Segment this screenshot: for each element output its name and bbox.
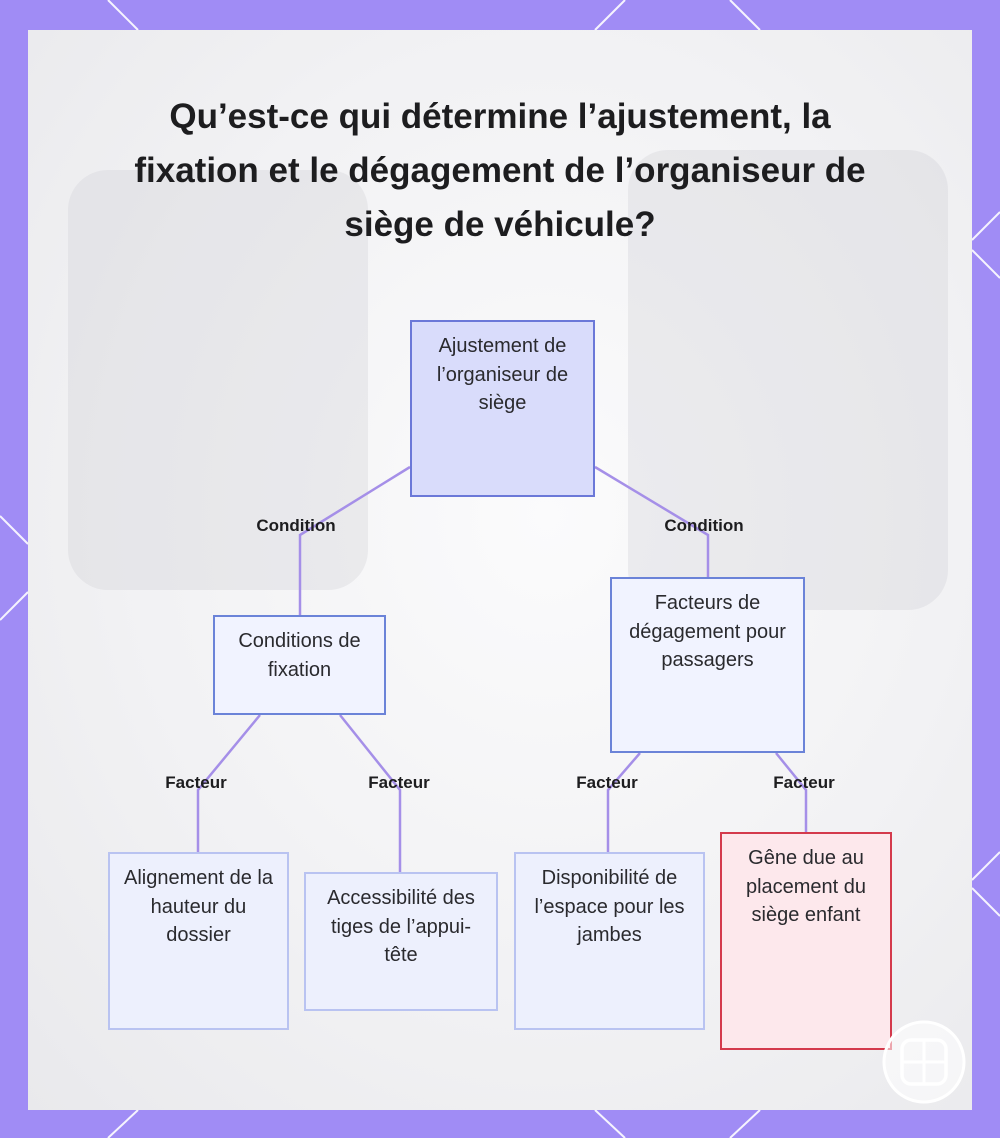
- app-logo-icon: [882, 1020, 966, 1104]
- node-label: Conditions de fixation: [238, 630, 361, 681]
- node-label: Accessibilité des tiges de l’appui-tête: [327, 887, 475, 966]
- edge-fixation-backrest: [196, 714, 261, 852]
- diagram-card: Qu’est-ce qui détermine l’ajustement, la…: [28, 30, 972, 1110]
- node-label: Facteurs de dégagement pour passagers: [629, 592, 786, 671]
- edge-label-factor-1: Facteur: [165, 773, 227, 792]
- diagram-title: Qu’est-ce qui détermine l’ajustement, la…: [134, 97, 866, 244]
- edge-label-factor-2: Facteur: [368, 773, 430, 792]
- node-label: Ajustement de l’organiseur de siège: [436, 335, 569, 414]
- node-seat-organizer-fit: Ajustement de l’organiseur de siège: [410, 320, 595, 497]
- edge-fixation-headrest: [339, 714, 402, 872]
- background-shape: [68, 170, 368, 590]
- node-label: Disponibilité de l’espace pour les jambe…: [534, 867, 685, 946]
- edge-clearance-legroom: [606, 752, 641, 852]
- node-label: Gêne due au placement du siège enfant: [745, 847, 867, 926]
- edge-root-clearance: [594, 465, 710, 577]
- background-shape: [628, 150, 948, 610]
- node-label: Alignement de la hauteur du dossier: [124, 867, 273, 946]
- node-passenger-clearance: Facteurs de dégagement pour passagers: [610, 577, 805, 753]
- edge-label-condition-right: Condition: [664, 516, 744, 535]
- node-backrest-alignment: Alignement de la hauteur du dossier: [108, 852, 289, 1030]
- edge-root-fixation: [298, 465, 411, 615]
- edge-label-factor-3: Facteur: [576, 773, 638, 792]
- edge-label-factor-4: Facteur: [773, 773, 835, 792]
- node-fixation-conditions: Conditions de fixation: [213, 615, 386, 715]
- node-child-seat-interference: Gêne due au placement du siège enfant: [720, 832, 892, 1050]
- node-headrest-access: Accessibilité des tiges de l’appui-tête: [304, 872, 498, 1011]
- connector-lines: [196, 465, 808, 872]
- edge-label-condition-left: Condition: [256, 516, 336, 535]
- edge-clearance-childseat: [775, 752, 808, 832]
- node-legroom: Disponibilité de l’espace pour les jambe…: [514, 852, 705, 1030]
